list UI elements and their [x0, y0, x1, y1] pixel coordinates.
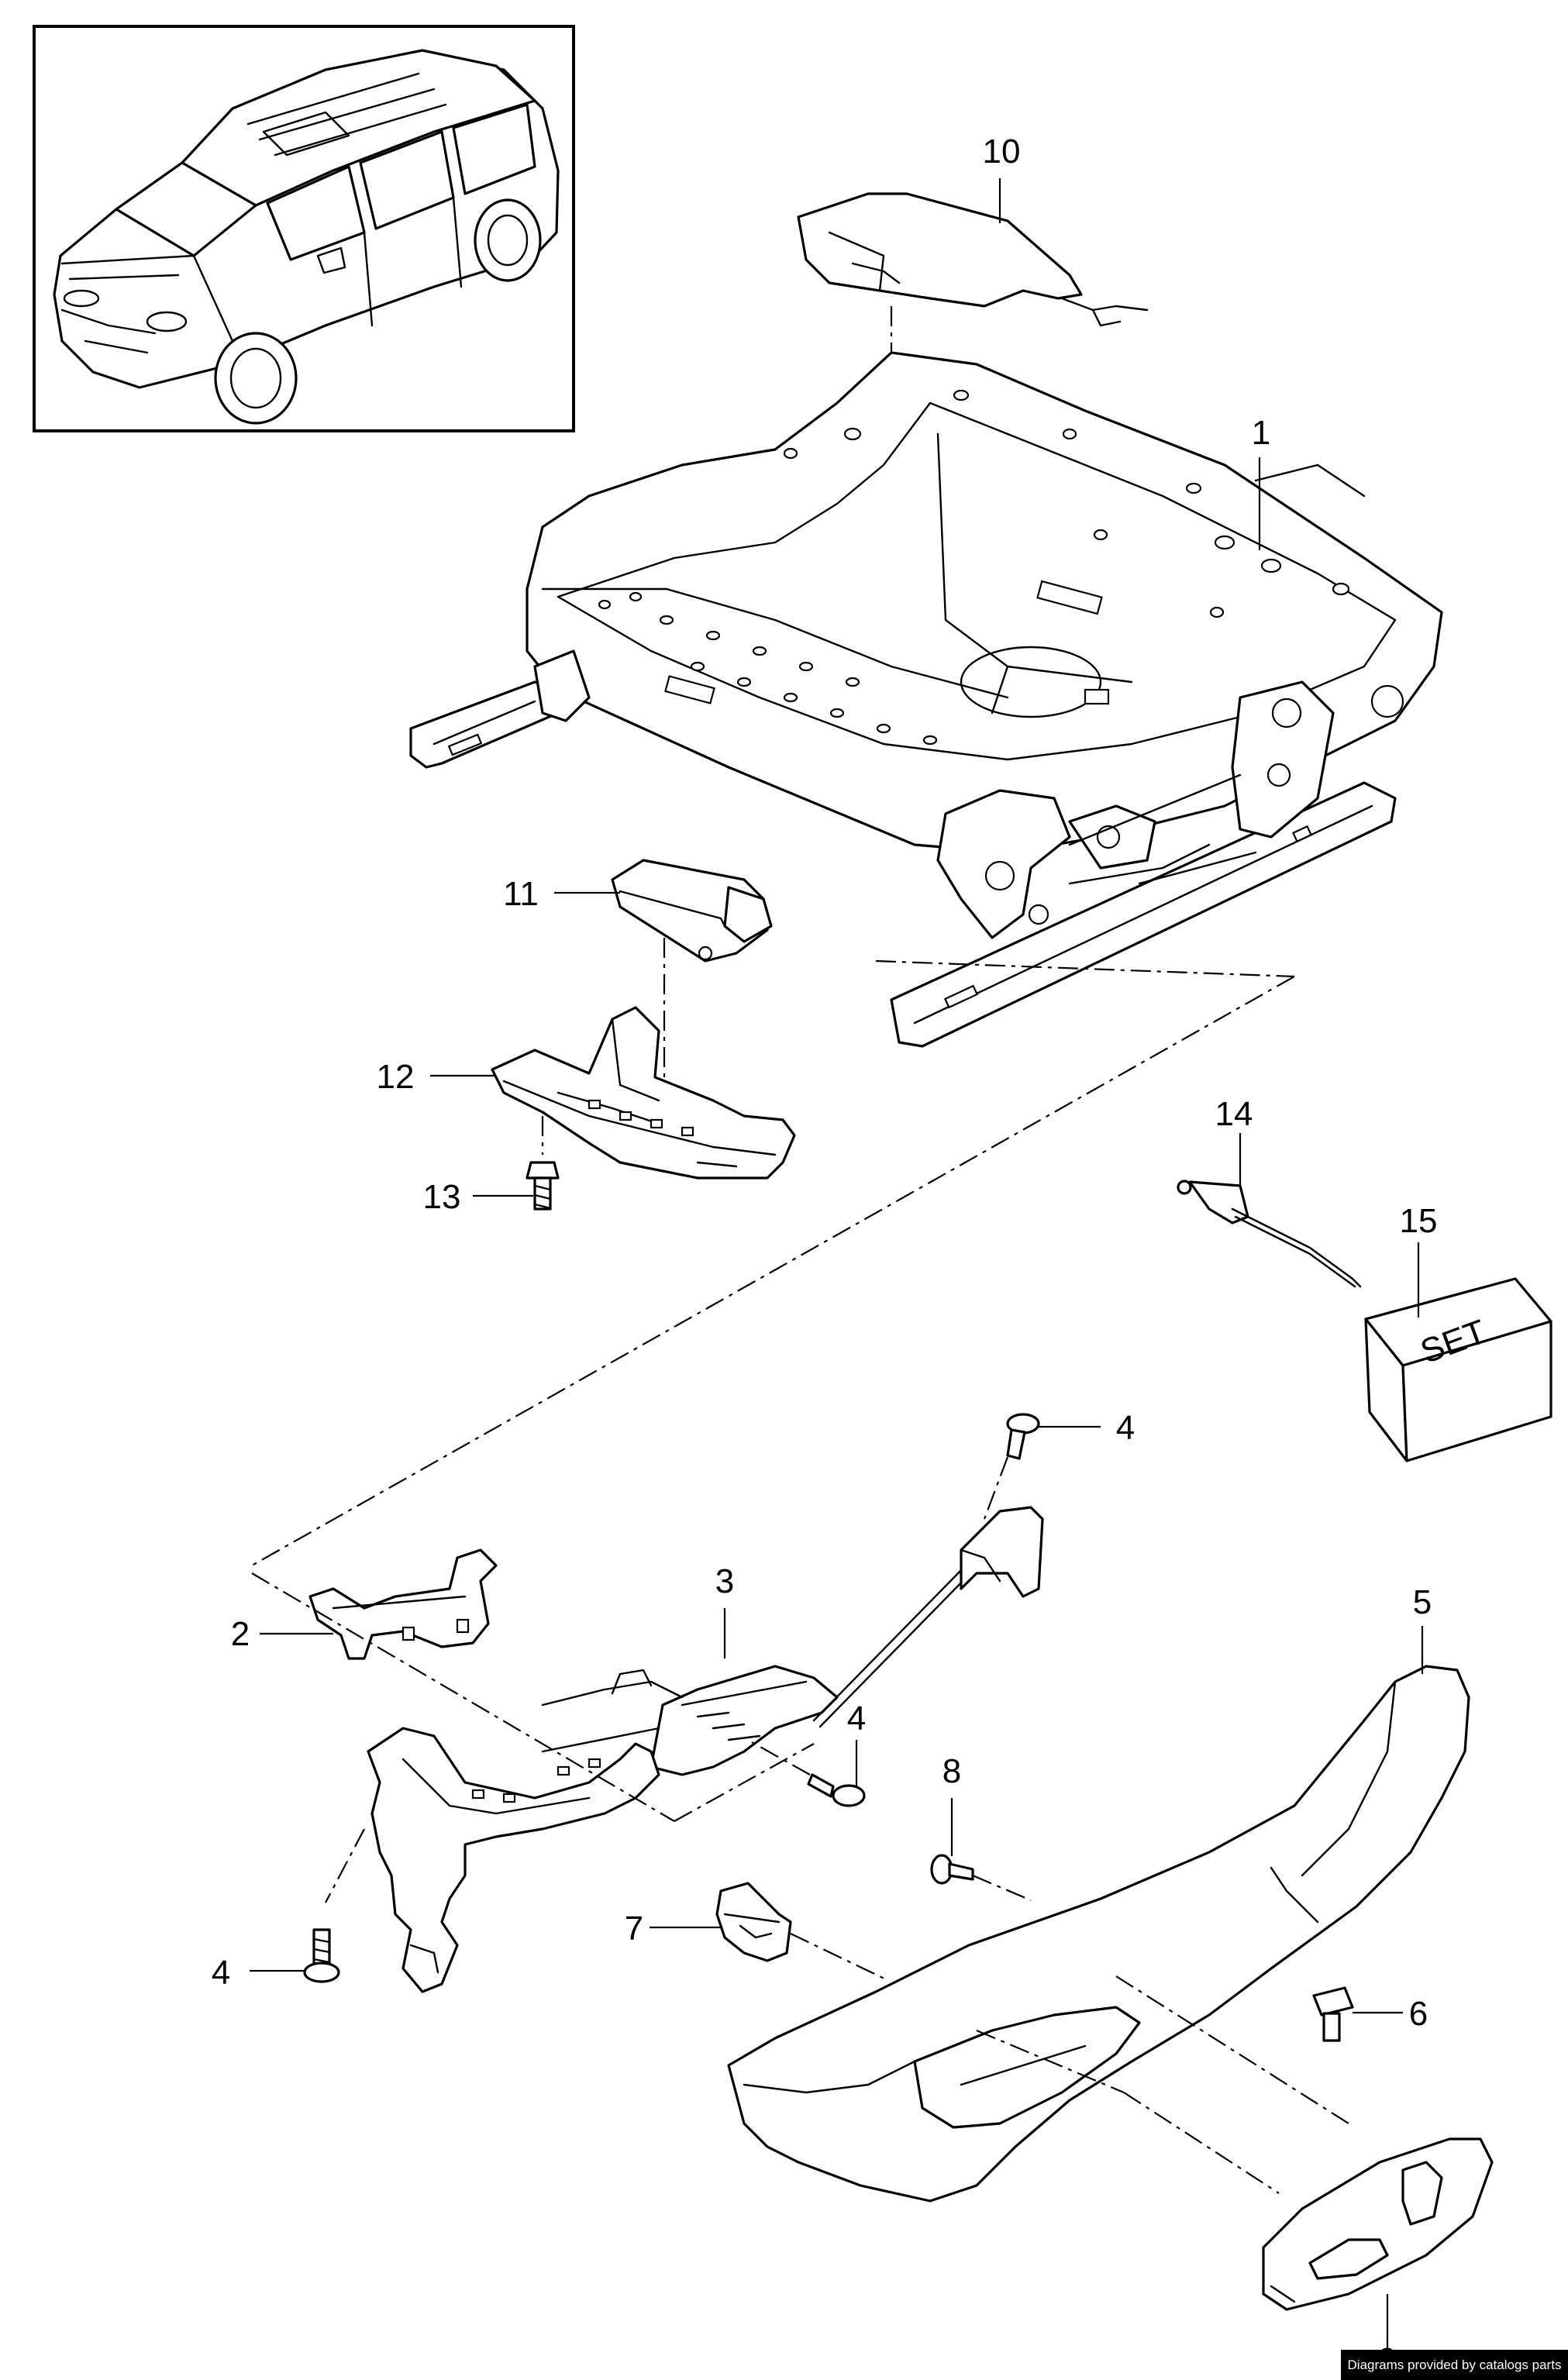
part-3-lever [325, 1506, 1044, 1993]
callout-4-upper: 4 [1116, 1409, 1135, 1447]
part-6-clip [1312, 1986, 1354, 2042]
callout-13: 13 [423, 1178, 461, 1216]
footer-credit: Diagrams provided by catalogs parts [1341, 2350, 1568, 2380]
suv-vehicle-icon [53, 49, 560, 425]
part-13-screw [526, 1161, 560, 1211]
part-4-screw-lower [303, 1928, 340, 1983]
part-4-screw-upper [983, 1413, 1040, 1520]
callout-10: 10 [983, 133, 1021, 170]
part-4-screw-middle [751, 1741, 866, 1807]
part-11-control-module [611, 859, 773, 1085]
callout-8: 8 [943, 1752, 961, 1790]
part-12-bracket [491, 1006, 796, 1180]
part-14-cable-tie [1177, 1180, 1362, 1288]
callout-15: 15 [1400, 1202, 1438, 1240]
part-15-set-box: SET [1364, 1277, 1552, 1462]
callout-12: 12 [377, 1058, 415, 1096]
part-2-clip [308, 1548, 498, 1660]
callout-6: 6 [1409, 1995, 1428, 2033]
callout-3: 3 [715, 1562, 734, 1600]
part-7-clip [715, 1882, 888, 1981]
part-5-side-trim [727, 1665, 1470, 2203]
part-9-switch-trim [1262, 2137, 1494, 2311]
callout-14: 14 [1215, 1095, 1253, 1133]
callout-5: 5 [1413, 1583, 1432, 1621]
part-1-seat-frame [409, 351, 1443, 1048]
leader-lines [250, 178, 1424, 2356]
callout-4-middle: 4 [847, 1700, 866, 1738]
part-8-screw [930, 1854, 1032, 1902]
callout-11: 11 [503, 875, 539, 913]
vehicle-thumbnail [33, 25, 575, 432]
callout-labels: 10 1 11 12 13 14 15 4 2 3 4 5 8 7 6 4 9 [212, 133, 1438, 2379]
callout-1: 1 [1252, 414, 1270, 452]
callout-4-lower: 4 [212, 1954, 230, 1992]
callout-7: 7 [625, 1910, 643, 1948]
callout-2: 2 [231, 1615, 250, 1653]
